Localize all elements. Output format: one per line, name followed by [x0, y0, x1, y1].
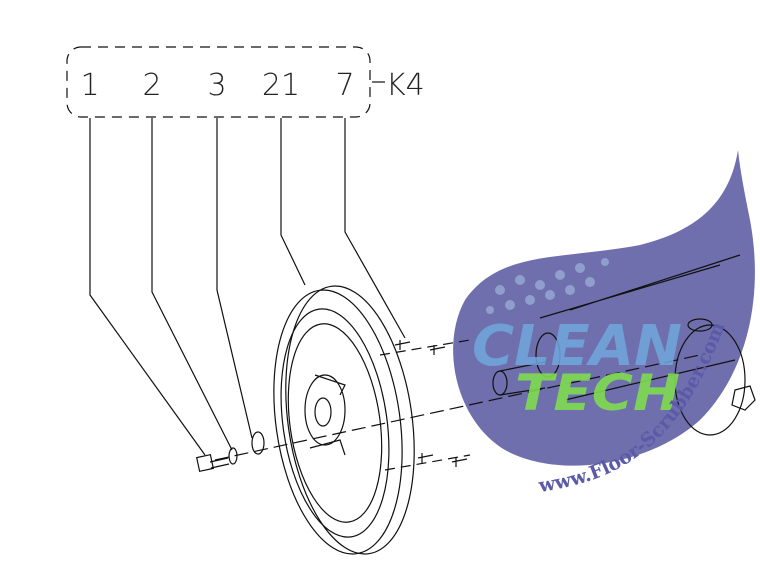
watermark-drop	[453, 150, 755, 466]
wheel	[273, 285, 415, 555]
watermark-clean: CLEAN	[472, 314, 682, 379]
hex-bolt	[195, 453, 230, 473]
screws	[394, 340, 468, 467]
watermark-droplets	[486, 258, 609, 314]
kit-label: K4	[386, 68, 425, 103]
part-number-1: 1	[80, 68, 99, 103]
kit-callout-box	[66, 46, 371, 118]
watermark-tech: TECH	[515, 364, 680, 422]
part-number-7: 7	[335, 68, 354, 103]
part-number-21: 21	[262, 68, 300, 103]
part-number-2: 2	[142, 68, 161, 103]
part-number-3: 3	[207, 68, 226, 103]
motor-assembly	[492, 254, 756, 436]
flat-washer	[251, 431, 265, 455]
axle-centerline	[214, 354, 701, 461]
leader-lines	[89, 118, 406, 456]
lock-washer	[228, 447, 238, 465]
